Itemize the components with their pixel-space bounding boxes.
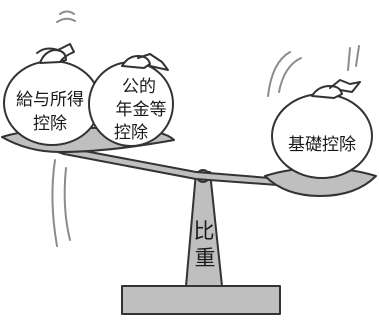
motion-line-right-2 [278,57,302,93]
post-label-line-1: 比 [194,219,215,243]
bag-kiso-kojo: 基礎控除 [271,79,373,179]
bag-2-label-line-2: 年金等 [116,100,167,120]
motion-lines [51,10,360,247]
post-label-line-2: 重 [195,246,216,270]
bag-kyuyo-shotoku-kojo: 給与所得 控除 [3,43,101,146]
motion-line-left-2 [63,167,71,241]
bag-koteki-nenkin-kojo: 公的 年金等 控除 [88,53,174,147]
motion-line-left-1 [51,159,58,247]
bag-2-label-line-3: 控除 [114,123,148,143]
motion-line-right-1 [267,51,291,97]
motion-line-right-3 [347,47,351,71]
bag-1-label-line-2: 控除 [33,114,67,134]
bag-tie [137,53,169,71]
bag-tie [329,79,361,93]
scale-base [121,285,281,315]
bag-knot [121,55,151,69]
bag-tie [36,43,75,63]
bag-knot [39,49,67,64]
bag-1-label-line-1: 給与所得 [16,90,84,110]
bag-3-label-line-1: 基礎控除 [288,135,356,155]
scale-post [185,171,223,287]
bag-2-label-line-1: 公的 [122,77,156,97]
motion-line-right-4 [355,45,360,67]
bag-knot [311,85,343,99]
motion-line-top-left-2 [56,17,76,23]
motion-line-top-left-1 [59,10,75,15]
